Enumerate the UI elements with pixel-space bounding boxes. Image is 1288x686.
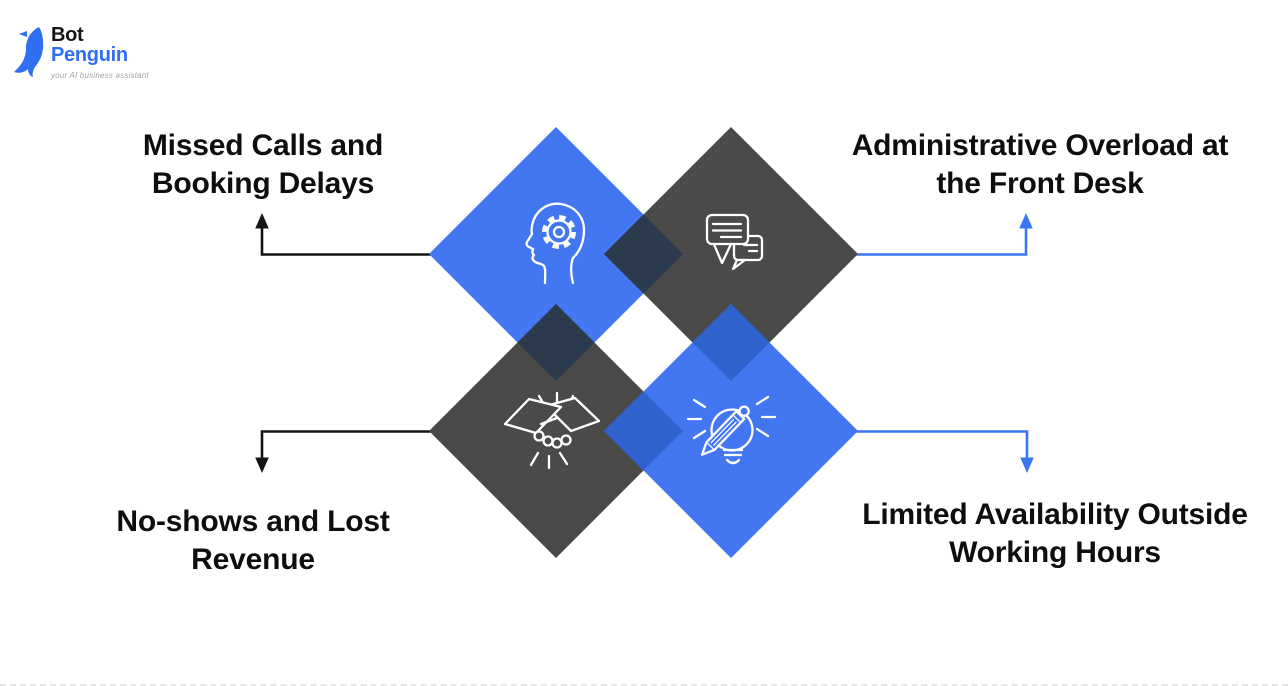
label-admin-overload: Administrative Overload at the Front Des… [810, 127, 1270, 203]
label-no-shows: No-shows and Lost Revenue [73, 503, 433, 579]
botpenguin-logo: Bot Penguin your AI business assistant [12, 24, 149, 80]
logo-brand-bottom: Penguin [51, 44, 128, 66]
label-line: Booking Delays [151, 167, 375, 200]
logo-tagline: your AI business assistant [51, 71, 149, 80]
overlap-right [692, 304, 770, 381]
arrow-top-left [255, 213, 438, 256]
label-line: the Front Desk [936, 167, 1144, 200]
label-missed-calls: Missed Calls and Booking Delays [83, 127, 443, 203]
diamond-bottom-left [429, 304, 683, 558]
head-gear-icon [525, 202, 586, 285]
label-line: No-shows and Lost [116, 505, 390, 538]
overlap-top [604, 214, 683, 294]
lightbulb-pencil-icon [686, 395, 777, 465]
bottom-divider [0, 684, 1288, 686]
diamond-top-right [604, 127, 858, 381]
arrow-bottom-left [255, 430, 438, 473]
handshake-icon [503, 391, 601, 470]
overlap-left [517, 304, 595, 381]
overlap-bottom [604, 391, 683, 471]
penguin-icon [14, 27, 44, 77]
diamond-top-left [429, 127, 683, 381]
logo-brand-top: Bot [51, 24, 84, 46]
arrow-bottom-right [850, 430, 1034, 473]
label-line: Working Hours [949, 536, 1161, 569]
arrow-top-right [850, 213, 1033, 256]
label-limited-availability: Limited Availability Outside Working Hou… [825, 496, 1285, 572]
label-line: Revenue [191, 543, 315, 576]
chat-bubbles-icon [705, 213, 764, 271]
label-line: Administrative Overload at [851, 129, 1229, 162]
label-line: Missed Calls and [142, 129, 384, 162]
label-line: Limited Availability Outside [862, 498, 1248, 531]
